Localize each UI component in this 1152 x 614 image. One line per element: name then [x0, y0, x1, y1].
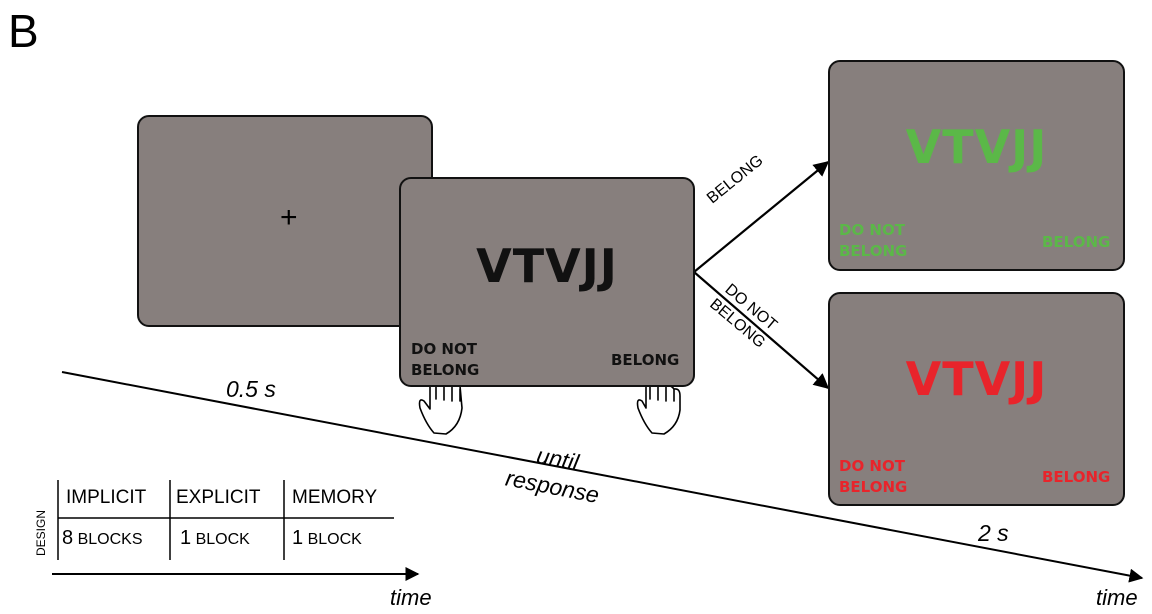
feedback-incorrect-screen: VTVJJ DO NOT BELONG BELONG [828, 292, 1125, 506]
fixation-duration-label: 0.5 s [226, 376, 276, 402]
stimulus-string: VTVJJ [476, 239, 618, 293]
panel-letter: B [8, 5, 39, 57]
fixation-cross: + [280, 201, 298, 234]
feedback-correct-string: VTVJJ [905, 120, 1048, 174]
cell-number: 1 [292, 527, 304, 549]
design-cell-implicit: 8 BLOCKS [62, 527, 143, 550]
stimulus-do-not-belong-label: DO NOT BELONG [411, 339, 479, 381]
design-cell-explicit: 1 BLOCK [180, 527, 250, 550]
design-column-explicit: EXPLICIT [176, 487, 261, 508]
main-time-axis [61, 371, 1144, 583]
cell-number: 1 [180, 527, 192, 549]
main-time-axis-label: time [1096, 585, 1138, 610]
design-column-implicit: IMPLICIT [66, 487, 147, 508]
feedback-duration-label: 2 s [978, 520, 1009, 546]
stimulus-belong-label: BELONG [611, 351, 680, 369]
label-line: DO NOT [411, 340, 477, 358]
stimulus-screen: VTVJJ DO NOT BELONG BELONG [399, 177, 695, 387]
design-row-header: DESIGN [34, 509, 48, 556]
feedback-incorrect-do-not-belong-label: DO NOT BELONG [839, 456, 907, 498]
feedback-incorrect-belong-label: BELONG [1042, 468, 1111, 486]
belong-arrow [693, 161, 830, 273]
feedback-incorrect-string: VTVJJ [905, 352, 1048, 406]
cell-unit: BLOCK [195, 531, 250, 548]
cell-unit: BLOCK [307, 531, 362, 548]
fixation-screen: + [137, 115, 433, 327]
feedback-correct-screen: VTVJJ DO NOT BELONG BELONG [828, 60, 1125, 271]
label-line: BELONG [839, 242, 908, 260]
label-line: DO NOT [839, 457, 905, 475]
feedback-correct-do-not-belong-label: DO NOT BELONG [839, 220, 907, 262]
design-table-lines [57, 480, 394, 560]
do-not-belong-arrow [693, 271, 830, 390]
feedback-correct-belong-label: BELONG [1042, 233, 1111, 251]
design-column-memory: MEMORY [292, 487, 378, 508]
design-cell-memory: 1 BLOCK [292, 527, 362, 550]
label-line: BELONG [839, 478, 908, 496]
cell-number: 8 [62, 527, 74, 549]
label-line: BELONG [411, 361, 480, 379]
cell-unit: BLOCKS [77, 531, 143, 548]
design-time-axis-label: time [390, 585, 432, 610]
label-line: DO NOT [839, 221, 905, 239]
